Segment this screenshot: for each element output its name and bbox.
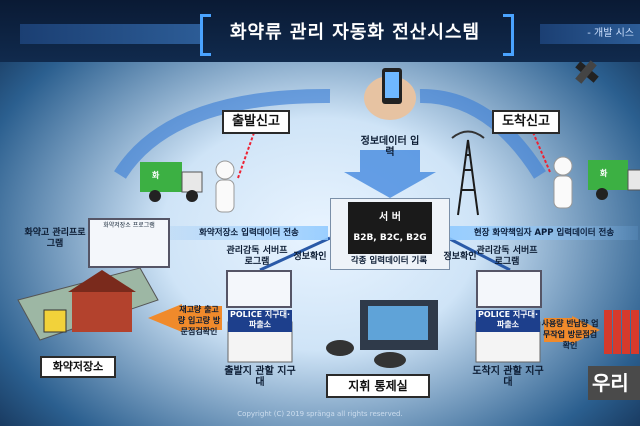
diagram-subtitle: - 개발 시스: [587, 28, 634, 39]
brand-partial: 우리: [588, 366, 640, 400]
right-data-arrow: [572, 316, 600, 344]
left-server-monitor: [226, 270, 292, 308]
title-bracket-left: [200, 14, 211, 56]
left-data-bar: [182, 306, 222, 330]
left-transfer-band: 화약저장소 입력데이터 전송: [170, 226, 328, 240]
storage-compound-icon: [17, 267, 159, 341]
header-stripe-left: [20, 24, 202, 44]
server-input-label: 정보데이터 입 력: [360, 136, 420, 158]
departure-station-label: 출발지 관할 지구대: [224, 366, 296, 388]
control-room-icon: [326, 300, 438, 368]
info-check-right-label: 정보확인: [443, 252, 477, 262]
truck-right-icon: [588, 160, 640, 200]
control-room-label: 지휘 통제실: [326, 374, 430, 398]
signal-line-right: [531, 129, 551, 173]
departure-report-box: 출발신고: [222, 110, 290, 134]
satellite-icon: [575, 60, 599, 84]
phone-hand-icon: [364, 68, 416, 120]
person-right-icon: [553, 156, 573, 209]
left-server-label: 관리감독 서버프로그램: [226, 246, 288, 267]
left-program-label: 화약고 관리프로그램: [24, 228, 86, 249]
left-data-list: 재고량 출고량 입고량 방문점검확인: [177, 305, 221, 336]
info-check-left-arrow: [259, 236, 331, 272]
server-record-label: 각종 입력데이터 기록: [350, 256, 428, 266]
arrival-station-label: 도착지 관할 지구대: [472, 366, 544, 388]
server-protocols: B2B, B2C, B2G: [353, 233, 427, 243]
right-data-list: 사용량 반납량 업무작업 방문점검확인: [541, 319, 599, 350]
right-police-sign: POLICE 지구대·파출소: [476, 310, 540, 332]
right-arc-arrow: [419, 88, 546, 179]
arrival-report-box: 도착신고: [492, 110, 560, 134]
server-rack-icon: [348, 202, 432, 254]
right-server-label: 관리감독 서버프로그램: [476, 246, 538, 267]
left-truck-mark: 화: [152, 171, 160, 180]
storage-program-monitor: 화약저장소 프로그램: [88, 218, 170, 268]
left-police-sign: POLICE 지구대·파출소: [228, 310, 292, 332]
storage-program-monitor-title: 화약저장소 프로그램: [103, 222, 155, 229]
copyright-text: Copyright (C) 2019 spränga all rights re…: [237, 410, 403, 418]
header-stripe-right: [540, 24, 640, 44]
right-data-bar: [544, 318, 572, 342]
diagram-title: 화약류 관리 자동화 전산시스템: [229, 22, 481, 43]
right-server-monitor: [476, 270, 542, 308]
radio-tower-icon: [451, 130, 485, 216]
right-truck-mark: 화: [600, 169, 608, 178]
info-check-right-arrow: [447, 236, 511, 272]
person-left-icon: [215, 160, 235, 213]
right-transfer-band: 현장 화약책임자 APP 입력데이터 전송: [450, 226, 638, 240]
left-data-arrow: [148, 304, 182, 332]
truck-left-icon: [140, 162, 203, 202]
info-check-left-label: 정보확인: [293, 252, 327, 262]
signal-line-left: [237, 129, 256, 179]
server-title: 서 버: [379, 212, 401, 223]
left-arc-arrow: [114, 88, 331, 179]
title-bracket-right: [503, 14, 514, 56]
dynamite-icon: [604, 310, 639, 354]
storage-label: 화약저장소: [40, 356, 116, 378]
down-arrow: [344, 150, 436, 198]
